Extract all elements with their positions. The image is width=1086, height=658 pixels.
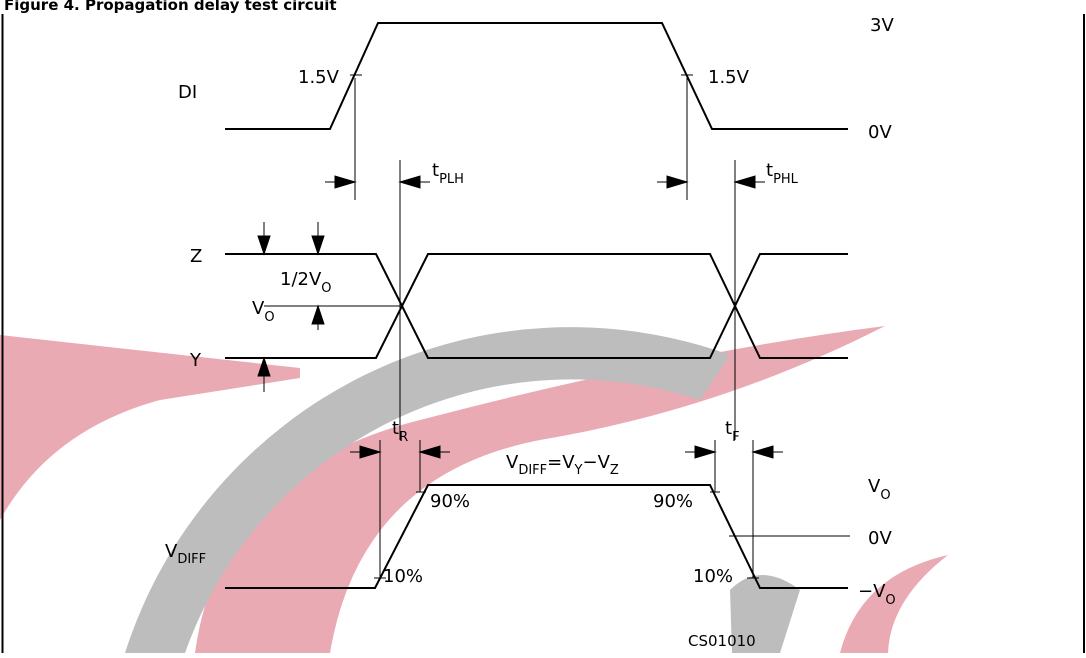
- tf-arrows: [685, 445, 783, 459]
- tphl-arrows: [657, 175, 765, 189]
- level-0v-vdiff: 0V: [868, 528, 892, 549]
- threshold-rise-90: 90%: [430, 491, 470, 512]
- waveforms: [225, 22, 848, 589]
- label-tr: tR: [392, 418, 408, 445]
- label-tphl: tPHL: [766, 160, 799, 187]
- figure-title: Figure 4. Propagation delay test circuit: [4, 0, 337, 14]
- timing-arrows: [325, 175, 783, 459]
- label-di: DI: [178, 82, 197, 103]
- label-tplh: tPLH: [432, 160, 464, 187]
- watermark-gray-fragment: [730, 575, 800, 653]
- level-vo: VO: [868, 476, 891, 503]
- threshold-rise-10: 10%: [383, 566, 423, 587]
- level-labels: 3V 0V VO 0V −VO: [858, 15, 896, 608]
- threshold-fall-10: 10%: [693, 566, 733, 587]
- label-z: Z: [190, 246, 202, 267]
- tplh-arrows: [325, 175, 430, 189]
- threshold-fall-1-5v: 1.5V: [708, 67, 750, 88]
- level-3v: 3V: [870, 15, 894, 36]
- timing-labels: tPLH tPHL tR tF: [392, 160, 799, 445]
- level-neg-vo: −VO: [858, 581, 896, 608]
- amplitude-arrows: [257, 222, 325, 392]
- label-half-vo: 1/2VO: [280, 269, 332, 296]
- label-vo: VO: [252, 298, 275, 325]
- z-waveform: [225, 253, 848, 359]
- label-y: Y: [189, 350, 202, 371]
- frame: [1, 14, 1085, 653]
- watermark-red-swoosh-right: [840, 555, 948, 653]
- amplitude-labels: 1/2VO VO: [252, 269, 332, 325]
- watermark-red-swoosh-center: [195, 326, 885, 653]
- signal-labels: DI Z Y VDIFF: [165, 82, 206, 567]
- watermark-gray-arc: [125, 327, 730, 653]
- watermark-logo: [0, 326, 948, 653]
- di-waveform: [225, 22, 848, 130]
- tr-arrows: [350, 445, 450, 459]
- label-vdiff: VDIFF: [165, 541, 206, 567]
- level-0v-di: 0V: [868, 122, 892, 143]
- watermark-red-swoosh-left: [0, 335, 300, 520]
- y-waveform: [225, 253, 848, 359]
- threshold-rise-1-5v: 1.5V: [298, 67, 340, 88]
- vdiff-waveform: [225, 484, 848, 589]
- reference-lines: [264, 74, 850, 579]
- threshold-labels: 1.5V 1.5V 90% 10% 90% 10%: [298, 67, 750, 587]
- vdiff-equation: VDIFF=VY−VZ: [506, 452, 619, 478]
- threshold-fall-90: 90%: [653, 491, 693, 512]
- figure-code: CS01010: [688, 632, 756, 650]
- label-tf: tF: [725, 418, 740, 445]
